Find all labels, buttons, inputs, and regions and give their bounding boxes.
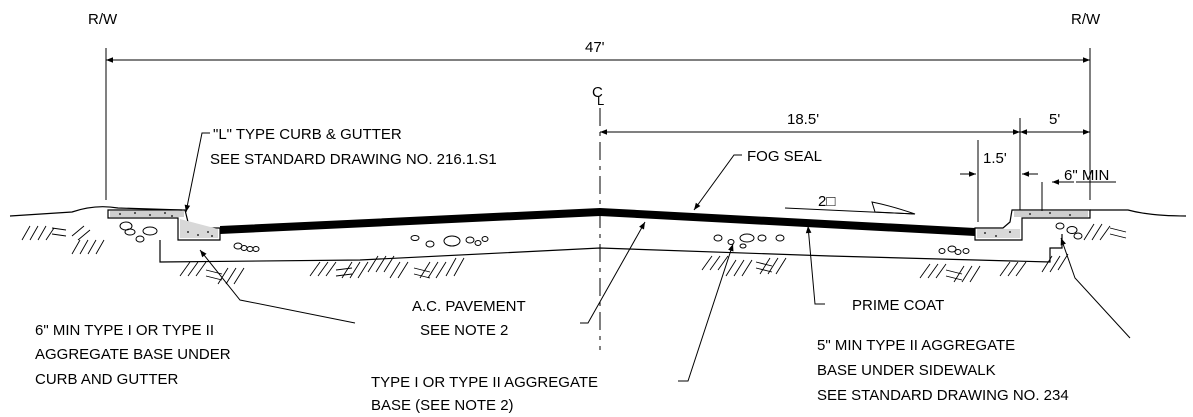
- leader-ac-pavement: [580, 221, 646, 324]
- leader-fog-seal: [693, 154, 742, 211]
- sidewalk-base-label-line1: 5" MIN TYPE II AGGREGATE: [817, 337, 1015, 354]
- ac-pavement-label-line2: SEE NOTE 2: [420, 322, 508, 339]
- aggregate-base-bottom: [159, 234, 1063, 263]
- existing-ground-profile: [9, 206, 1187, 217]
- base-curb-label-line2: AGGREGATE BASE UNDER: [35, 346, 231, 363]
- aggregate-stones: [119, 221, 1083, 255]
- gutter-width-label: 1.5': [983, 150, 1007, 167]
- dimension-6in-min: [1041, 179, 1116, 216]
- ac-pavement: [220, 208, 975, 236]
- sidewalk-width-label: 5': [1049, 111, 1060, 128]
- slope-label: 2□: [818, 193, 835, 210]
- leader-curb-gutter: [184, 132, 210, 213]
- leader-aggregate-base: [678, 243, 734, 382]
- total-width-label: 47': [585, 39, 605, 56]
- sidewalk-min-label: 6" MIN: [1064, 167, 1109, 184]
- right-curb-and-gutter: [974, 209, 1091, 241]
- dimension-1-5ft: [960, 140, 1038, 222]
- centerline-subscript: L: [597, 93, 604, 108]
- curb-gutter-label-line2: SEE STANDARD DRAWING NO. 216.1.S1: [210, 151, 497, 168]
- fog-seal-label: FOG SEAL: [747, 148, 822, 165]
- prime-coat-label: PRIME COAT: [852, 297, 944, 314]
- rw-right-label: R/W: [1071, 11, 1101, 28]
- half-width-label: 18.5': [787, 111, 819, 128]
- subgrade-hatching: [21, 223, 1127, 285]
- left-curb-and-gutter: [107, 209, 221, 241]
- leader-sidewalk-base: [1060, 237, 1131, 339]
- centerline-symbol: C: [592, 84, 603, 101]
- rw-left-label: R/W: [88, 11, 118, 28]
- leader-base-under-curb: [199, 249, 356, 324]
- sidewalk-base-label-line2: BASE UNDER SIDEWALK: [817, 362, 996, 379]
- slope-arrow: [784, 201, 916, 215]
- base-curb-label-line3: CURB AND GUTTER: [35, 371, 179, 388]
- ac-pavement-label-line1: A.C. PAVEMENT: [412, 298, 526, 315]
- curb-gutter-label-line1: "L" TYPE CURB & GUTTER: [213, 126, 402, 143]
- sidewalk-base-label-line3: SEE STANDARD DRAWING NO. 234: [817, 387, 1069, 404]
- base-curb-label-line1: 6" MIN TYPE I OR TYPE II: [35, 322, 214, 339]
- aggregate-base-label-line1: TYPE I OR TYPE II AGGREGATE: [371, 374, 598, 391]
- leader-prime-coat: [805, 225, 825, 305]
- aggregate-base-label-line2: BASE (SEE NOTE 2): [371, 397, 514, 414]
